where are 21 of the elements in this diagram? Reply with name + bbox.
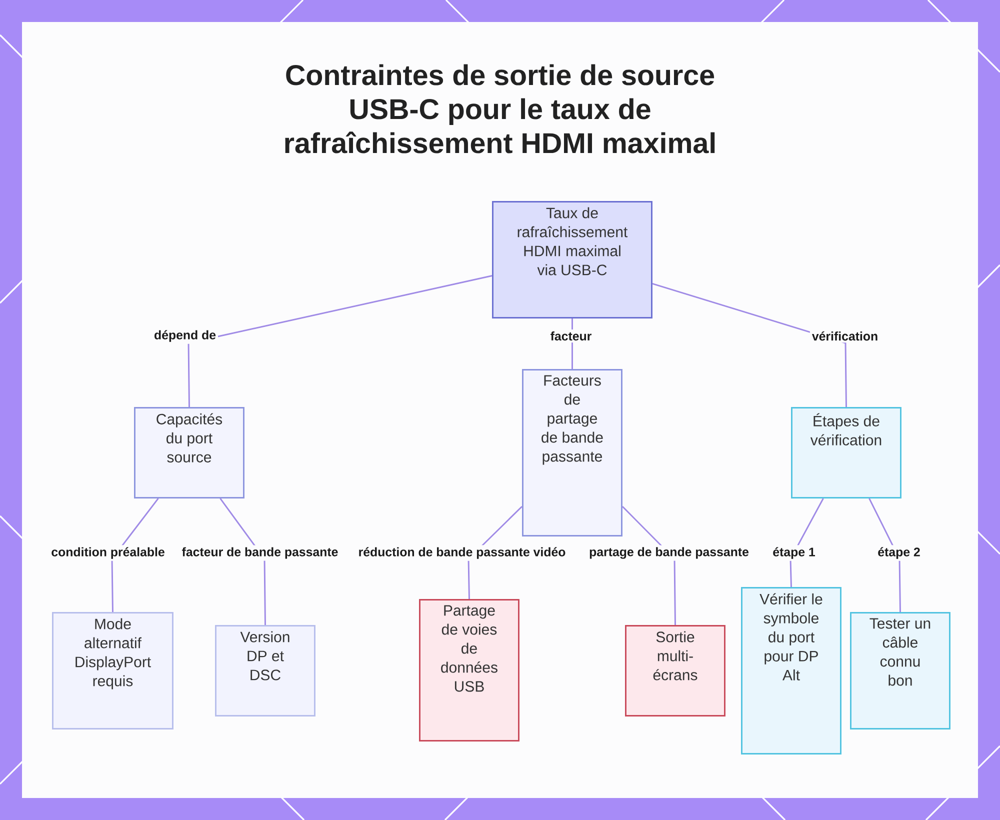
process-box: Tester un câble connu bon (850, 612, 950, 730)
edge-label: facteur de bande passante (180, 545, 340, 561)
edge-label: étape 2 (876, 545, 922, 561)
edge-label: facteur (548, 329, 594, 343)
edge-label: partage de bande passante (587, 545, 751, 561)
process-box: Capacités du port source (134, 407, 244, 498)
title: Contraintes de sortie de source USB-C pour le taux de rafraîchissement HDMI maximal (285, 64, 715, 154)
edge-label: dépend de (152, 328, 218, 344)
edge-label: réduction de bande passante vidéo (356, 545, 568, 561)
edge-label: étape 1 (770, 545, 818, 561)
edge-label: condition préalable (49, 545, 167, 561)
process-box: Mode alternatif DisplayPort requis (52, 612, 174, 730)
process-box: Facteurs de partage de bande passante (522, 369, 622, 536)
edge-label: vérification (810, 329, 880, 343)
process-box: Partage de voies de données USB (419, 599, 520, 742)
process-box: Taux de rafraîchissement HDMI maximal via USB-C (492, 201, 652, 318)
process-box: Sortie multi-écrans (625, 625, 726, 716)
process-box: Version DP et DSC (215, 625, 316, 716)
process-box: Vérifier le symbole du port pour DP Alt (741, 587, 842, 754)
connector-line (188, 275, 492, 407)
process-box: Étapes de vérification (791, 407, 902, 498)
